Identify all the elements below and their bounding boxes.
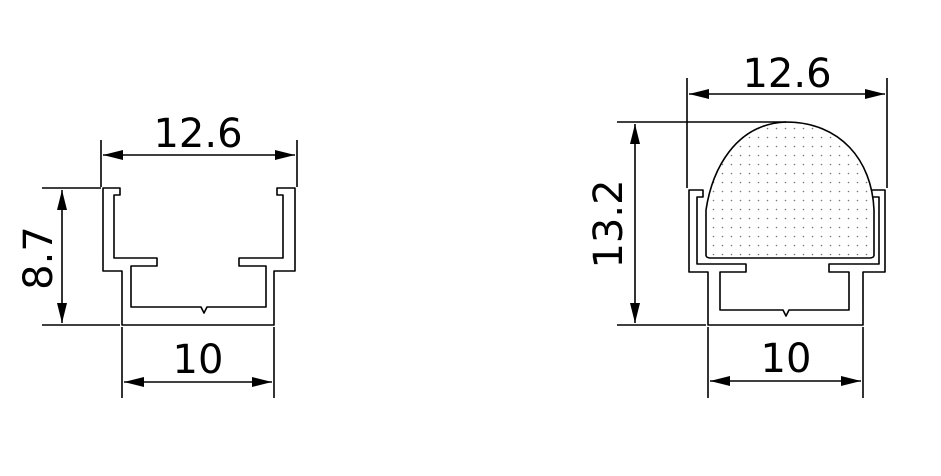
profile-right: 12.6 13.2 10 xyxy=(586,51,888,398)
dimension-top-width: 12.6 xyxy=(100,111,298,187)
dimension-bottom-width: 10 xyxy=(121,327,275,398)
dimension-label: 10 xyxy=(173,337,224,383)
dimension-height: 13.2 xyxy=(586,121,786,326)
aluminium-channel-outline xyxy=(102,187,296,326)
dimension-label: 10 xyxy=(761,336,812,382)
dimension-label: 12.6 xyxy=(153,111,242,157)
dimension-label: 12.6 xyxy=(742,51,831,97)
aluminium-channel-outline xyxy=(688,189,886,326)
silicone-diffuser xyxy=(705,121,875,259)
dimension-label: 8.7 xyxy=(16,226,62,290)
dimension-label: 13.2 xyxy=(586,179,632,268)
dimension-bottom-width: 10 xyxy=(707,327,864,398)
dimension-top-width: 12.6 xyxy=(686,51,888,188)
profile-left: 12.6 8.7 10 xyxy=(16,111,298,398)
dimension-height: 8.7 xyxy=(16,187,120,326)
